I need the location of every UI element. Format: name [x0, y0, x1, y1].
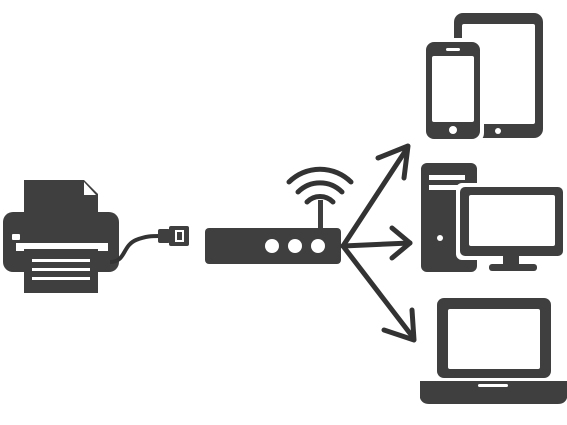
smartphone-icon [422, 38, 484, 143]
monitor-base [489, 264, 537, 271]
laptop-base [420, 381, 567, 404]
wifi-arc-middle [295, 180, 345, 195]
arrow-head-desktop [389, 225, 413, 261]
arrow-head-laptop [381, 307, 417, 343]
arrow-to-desktop [340, 240, 413, 249]
tower-drive-2 [429, 185, 465, 190]
printer-paper-fold [84, 182, 96, 195]
monitor-neck [503, 256, 519, 266]
router-led-1 [265, 239, 279, 253]
rj45-pins [177, 232, 182, 240]
laptop-screen [448, 309, 540, 369]
tablet-home-button [495, 128, 501, 134]
printer-indicator [12, 234, 20, 240]
tower-drive-1 [429, 175, 465, 180]
router-antenna [318, 200, 323, 232]
smartphone-speaker [446, 48, 460, 51]
wifi-arc-inner [304, 194, 336, 205]
monitor-screen [469, 195, 555, 246]
tower-power-button [437, 235, 443, 241]
wireless-router-icon [205, 200, 341, 264]
smartphone-screen [432, 56, 474, 122]
arrow-to-smartphone [340, 147, 409, 249]
rj45-boot [158, 229, 170, 243]
wifi-arc-outer [286, 166, 354, 185]
connection-arrows [340, 143, 417, 343]
wifi-signal-icon [286, 166, 354, 205]
laptop-icon [420, 298, 567, 404]
desktop-computer-icon [421, 163, 567, 272]
ethernet-cable [109, 234, 161, 264]
arrow-to-laptop [340, 243, 415, 339]
router-led-3 [311, 239, 325, 253]
printer-slot [16, 243, 108, 251]
printer-output-line-2 [32, 268, 90, 271]
arrow-head-smartphone [375, 143, 411, 181]
smartphone-home-button [449, 126, 457, 134]
printer-paper-top [24, 180, 98, 212]
printer-icon [3, 180, 119, 293]
laptop-trackpad-notch [478, 384, 508, 387]
printer-output-line-3 [32, 277, 90, 280]
rj45-connector-icon [158, 226, 189, 246]
router-led-2 [288, 239, 302, 253]
printer-output-line-1 [32, 259, 90, 262]
